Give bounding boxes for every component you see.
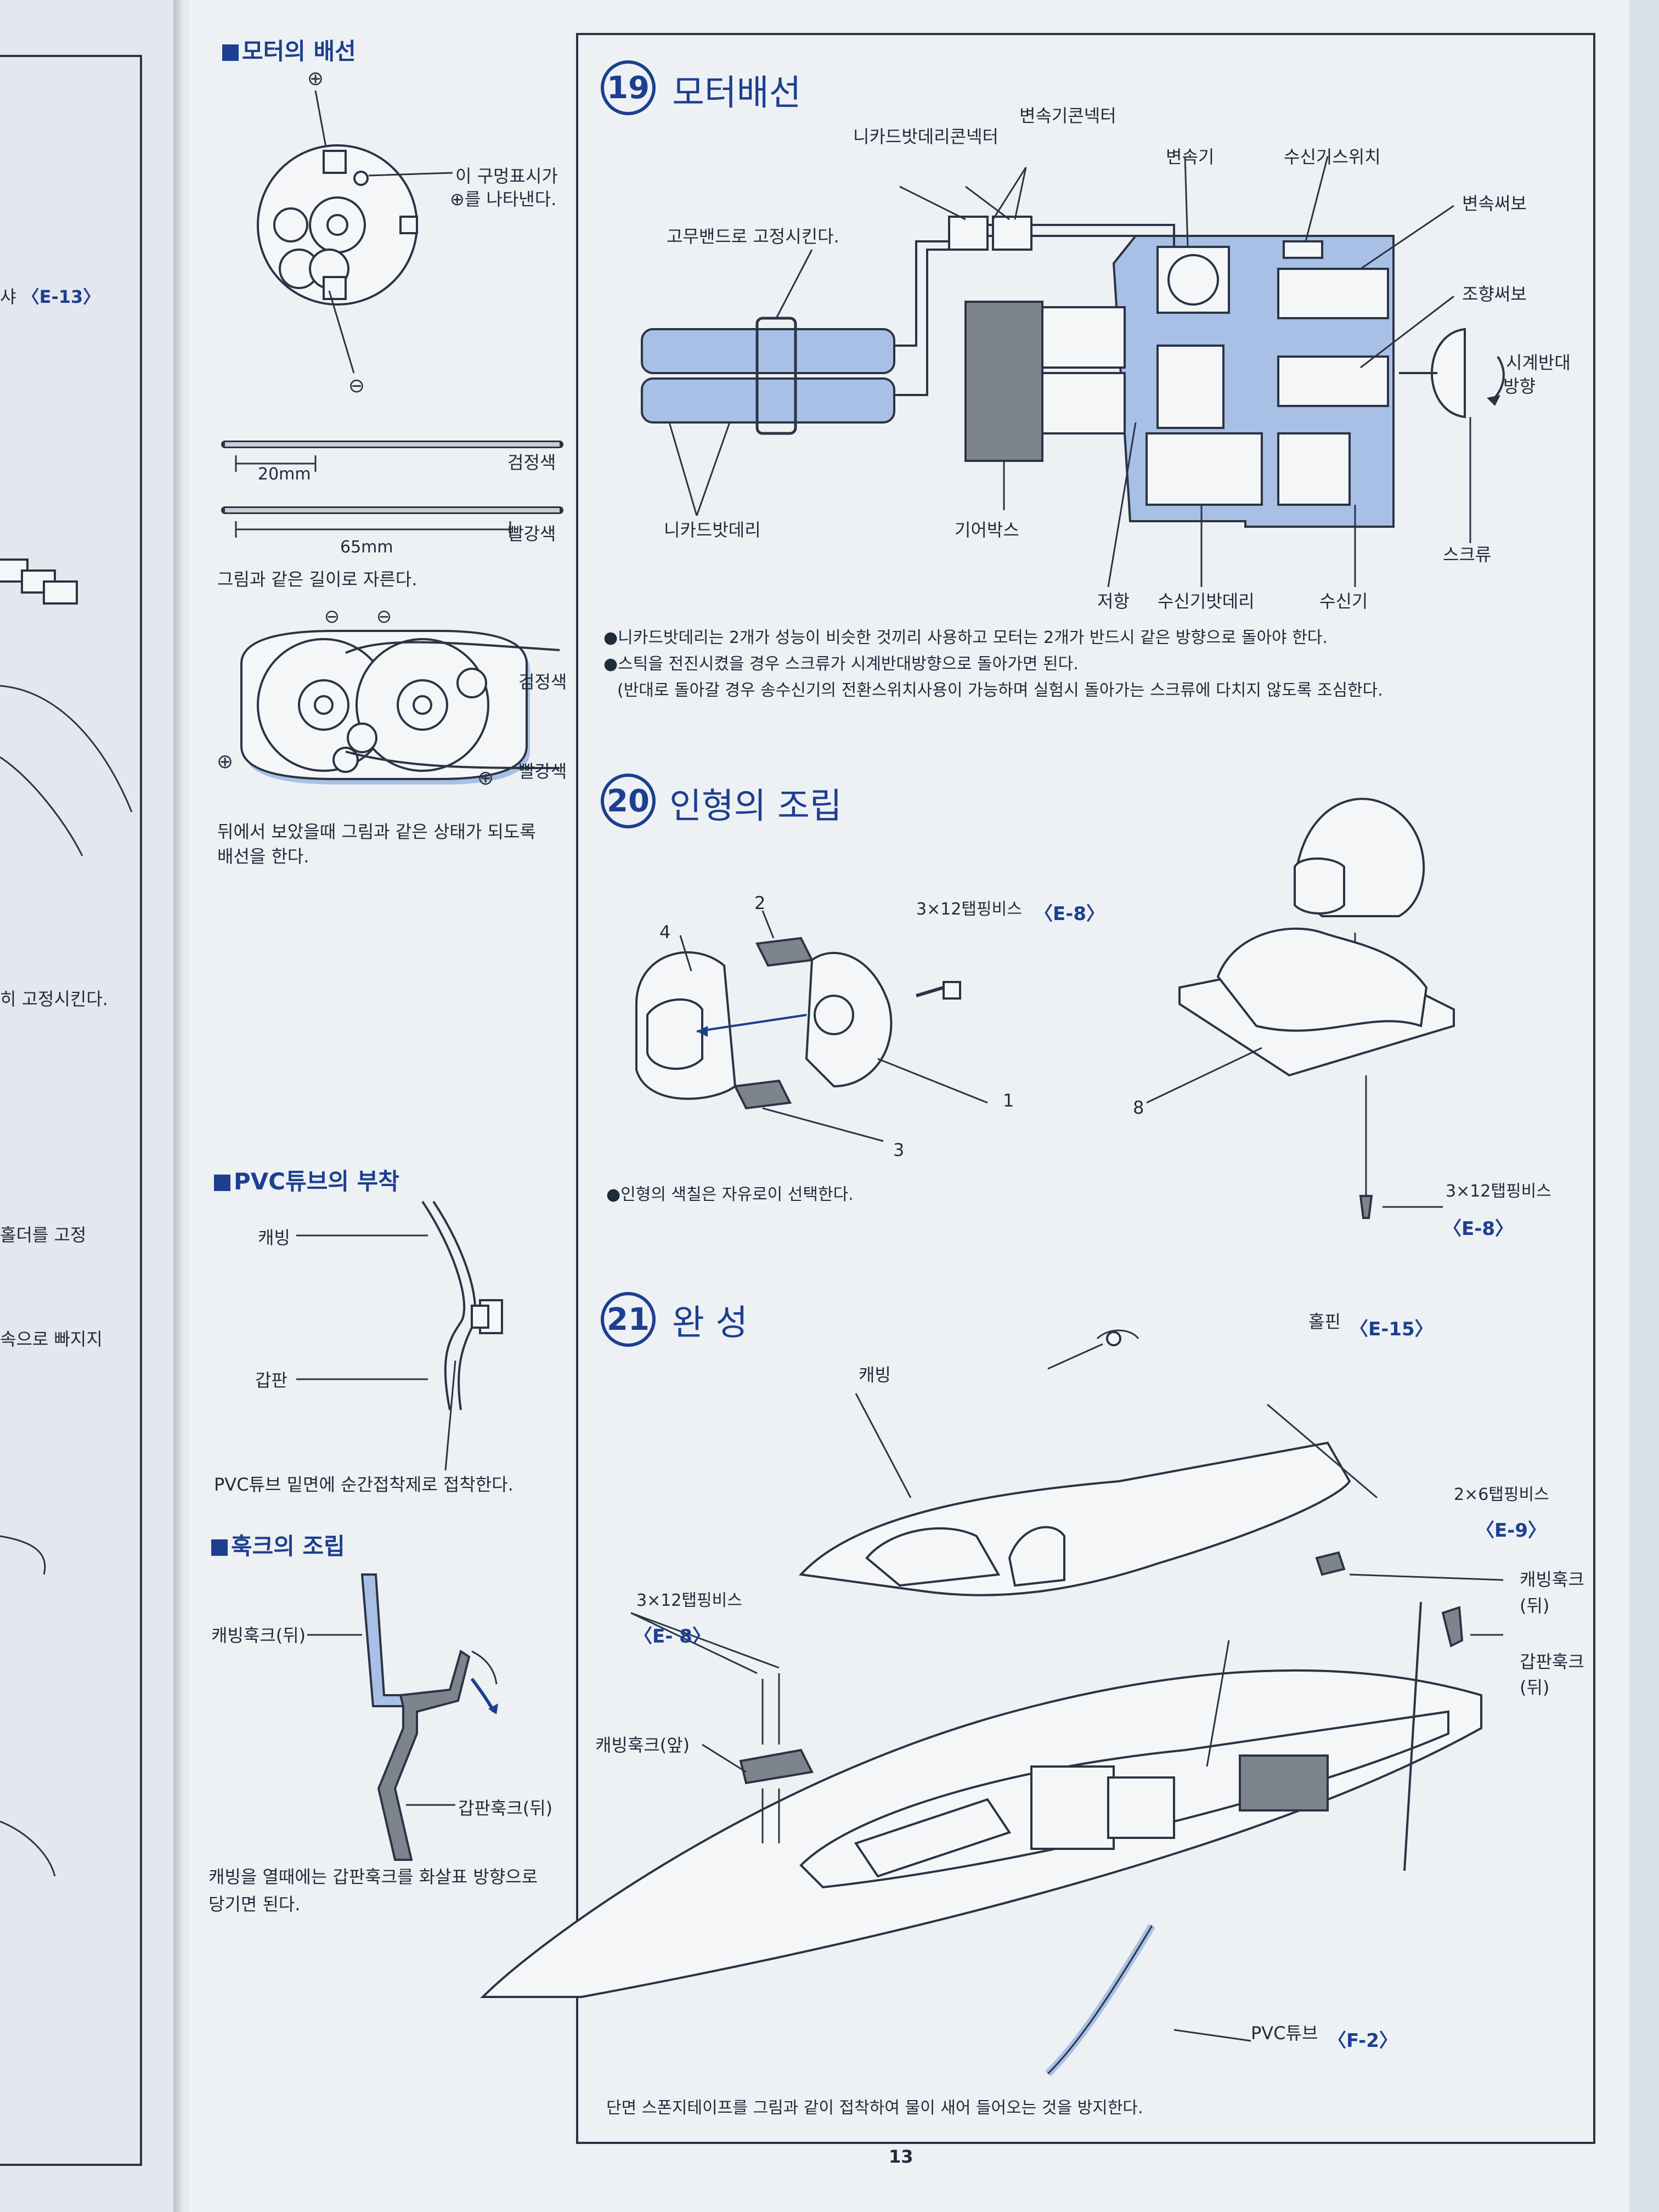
ccw-label-line2: 방향	[1503, 376, 1536, 397]
pvc-note: PVC튜브 밑면에 순간접착제로 접착한다.	[214, 1474, 514, 1495]
plus-mark-rear-2: ⊕	[477, 767, 494, 789]
left-page-frame	[0, 55, 142, 2166]
part-1-label: 1	[1003, 1090, 1014, 1111]
canopy-label: 캐빙	[859, 1364, 891, 1385]
step-20-title: 인형의 조립	[669, 786, 842, 827]
step-19-title: 모터배선	[672, 73, 802, 114]
esc-connector-label: 변속기콘넥터	[1019, 105, 1116, 126]
wire-red-label: 빨강색	[507, 523, 556, 544]
part-8-label: 8	[1133, 1097, 1144, 1118]
deck-hook-rear-label-2: (뒤)	[1520, 1677, 1550, 1698]
hook-note-line2: 당기면 된다.	[208, 1894, 301, 1915]
pvc-attach-heading: PVC튜브의 부착	[214, 1163, 399, 1197]
hole-note-line2: ⊕를 나타낸다.	[450, 189, 557, 210]
screw-3x12-label-3: 3×12탭핑비스	[636, 1591, 742, 1610]
left-page-partial-drawing	[0, 558, 133, 1877]
step-21-bottom-note: 단면 스폰지테이프를 그림과 같이 접착하여 물이 새어 들어오는 것을 방지한…	[606, 2098, 1143, 2118]
plus-mark-rear-1: ⊕	[217, 751, 233, 773]
pvc-canopy-label: 캐빙	[258, 1227, 290, 1248]
rubber-band-label: 고무밴드로 고정시킨다.	[667, 226, 839, 247]
step-19-number: 19	[601, 60, 656, 115]
receiver-label: 수신기	[1319, 591, 1368, 612]
hook-assembly-heading: 훅크의 조립	[211, 1528, 345, 1561]
rear-view-note-line2: 배선을 한다.	[217, 846, 309, 867]
left-edge-text-1: 샤 〈E-13〉	[0, 286, 101, 307]
screw-3x12-ref-3: 〈E- 8〉	[634, 1626, 711, 1647]
book-spine	[173, 0, 189, 2212]
cut-length-note: 그림과 같은 길이로 자른다.	[217, 569, 417, 590]
left-page-background	[0, 0, 181, 2212]
deck-hook-rear-label-1: 갑판훅크	[1520, 1651, 1584, 1672]
rx-battery-label: 수신기밧데리	[1158, 591, 1255, 612]
pvc-tube-diagram	[296, 1200, 503, 1471]
step-21-title: 완 성	[672, 1303, 748, 1344]
main-page-frame	[576, 33, 1595, 2144]
canopy-hook-rear-label-1: 캐빙훅크	[1520, 1569, 1584, 1590]
hollpin-label: 홀핀	[1308, 1311, 1341, 1332]
screw-3x12-ref: 〈E-8〉	[1034, 903, 1105, 925]
pvc-tube-ref: 〈F-2〉	[1328, 2030, 1398, 2052]
part-4-label: 4	[659, 922, 671, 943]
left-edge-text-2: 히 고정시킨다.	[0, 989, 108, 1009]
screw-2x6-label: 2×6탭핑비스	[1454, 1485, 1549, 1504]
motor-top-view-diagram: ⊕ ⊖	[257, 67, 453, 397]
nicad-label: 니카드밧데리	[664, 520, 761, 540]
screw-3x12-label: 3×12탭핑비스	[916, 900, 1022, 919]
deck-hook-rear-label: 갑판훅크(뒤)	[458, 1798, 553, 1819]
hole-note-line1: 이 구멍표시가	[455, 166, 558, 187]
minus-mark: ⊖	[348, 375, 365, 397]
gearbox-label: 기어박스	[955, 520, 1019, 540]
step-19-note-3: (반대로 돌아갈 경우 송수신기의 전환스위치사용이 가능하며 실험시 돌아가는…	[617, 681, 1383, 700]
nicad-connector-label: 니카드밧데리콘넥터	[853, 126, 998, 147]
length-20mm: 20mm	[258, 465, 311, 484]
step-21-number: 21	[601, 1292, 656, 1347]
motor-wiring-heading: 모터의 배선	[222, 33, 356, 66]
step-20-number: 20	[601, 774, 656, 828]
section-marker-icon	[211, 1539, 228, 1556]
pvc-deck-label: 갑판	[255, 1370, 287, 1391]
section-marker-icon	[214, 1175, 230, 1191]
rx-switch-label: 수신기스위치	[1284, 146, 1381, 167]
length-65mm: 65mm	[340, 538, 393, 557]
part-3-label: 3	[893, 1139, 905, 1160]
canopy-hook-front-label: 캐빙훅크(앞)	[595, 1735, 690, 1756]
speed-servo-label: 변속써보	[1462, 193, 1527, 214]
figure-body-diagram	[1146, 798, 1455, 1219]
rear-red-label: 빨강색	[518, 761, 567, 782]
screw-3x12-ref-2: 〈E-8〉	[1443, 1218, 1514, 1240]
canopy-hook-rear-label: 캐빙훅크(뒤)	[211, 1625, 306, 1646]
step-20-note: ●인형의 색칠은 자유로이 선택한다.	[606, 1185, 854, 1204]
screw-label: 스크류	[1443, 544, 1492, 565]
figure-head-assembly-diagram	[635, 910, 988, 1142]
esc-label: 변속기	[1166, 146, 1215, 167]
plus-mark: ⊕	[307, 67, 324, 90]
hollpin-ref: 〈E-15〉	[1350, 1318, 1434, 1340]
wire-length-diagram	[221, 441, 563, 538]
wire-black-label: 검정색	[507, 452, 556, 473]
canopy-hook-rear-label-2: (뒤)	[1520, 1595, 1550, 1616]
minus-mark-2: ⊖	[376, 606, 392, 628]
resistor-label: 저항	[1097, 591, 1130, 612]
minus-mark-1: ⊖	[324, 606, 340, 628]
rear-view-note-line1: 뒤에서 보았을때 그림과 같은 상태가 되도록	[217, 821, 536, 842]
page-number: 13	[889, 2146, 913, 2167]
step-19-note-1: ●니카드밧데리는 2개가 성능이 비슷한 것끼리 사용하고 모터는 2개가 반드…	[603, 628, 1328, 647]
left-edge-text-3: 홀더를 고정	[0, 1224, 87, 1245]
screw-2x6-ref: 〈E-9〉	[1476, 1520, 1547, 1542]
ccw-label-line1: 시계반대	[1506, 352, 1571, 373]
section-marker-icon	[222, 44, 239, 61]
motor-rear-view-diagram: ⊖ ⊖ ⊕ ⊕	[217, 606, 560, 789]
hook-assembly-diagram	[307, 1573, 498, 1861]
rear-black-label: 검정색	[518, 672, 567, 692]
step-19-note-2: ●스틱을 전진시켰을 경우 스크류가 시계반대방향으로 돌아가면 된다.	[603, 654, 1079, 674]
pvc-tube-label: PVC튜브	[1251, 2023, 1318, 2044]
motor-wiring-layout-diagram	[641, 156, 1505, 588]
part-2-label: 2	[754, 893, 766, 913]
steer-servo-label: 조향써보	[1462, 284, 1527, 304]
screw-3x12-label-2: 3×12탭핑비스	[1446, 1182, 1551, 1201]
boat-completion-diagram	[480, 1329, 1504, 2076]
left-edge-text-4: 속으로 빠지지	[0, 1329, 103, 1350]
hook-note-line1: 캐빙을 열때에는 갑판훅크를 화살표 방향으로	[208, 1866, 538, 1887]
